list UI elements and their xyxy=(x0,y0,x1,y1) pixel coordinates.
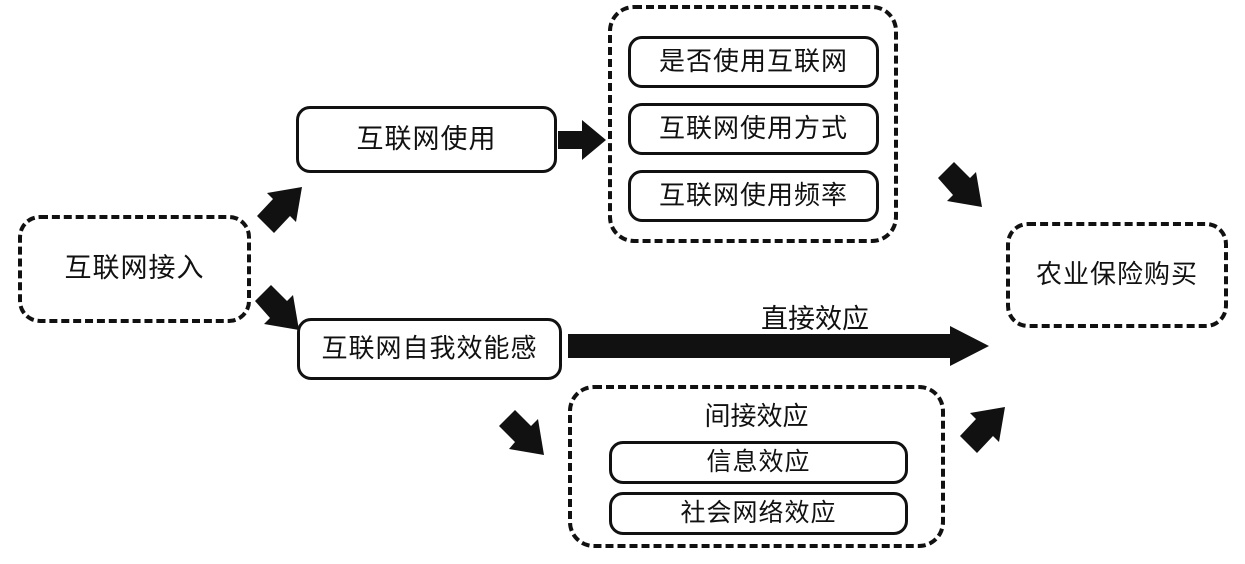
group-indirect-effect xyxy=(568,385,945,548)
node-internet-access[interactable]: 互联网接入 xyxy=(18,215,251,323)
node-internet-self-efficacy-label: 互联网自我效能感 xyxy=(321,333,538,363)
group-item-internet-use-method[interactable]: 互联网使用方式 xyxy=(628,103,879,155)
group-item-internet-use-method-label: 互联网使用方式 xyxy=(658,113,848,143)
arrow-up-right-icon-indirect-to-outcome xyxy=(958,400,1020,458)
node-internet-use-label: 互联网使用 xyxy=(356,123,497,154)
group-item-information-effect[interactable]: 信息效应 xyxy=(609,441,908,484)
node-internet-access-label: 互联网接入 xyxy=(64,253,205,284)
node-agricultural-insurance-purchase-label: 农业保险购买 xyxy=(1035,259,1198,289)
group-item-information-effect-label: 信息效应 xyxy=(706,448,811,476)
group-item-internet-use-frequency[interactable]: 互联网使用频率 xyxy=(628,170,879,222)
node-internet-self-efficacy[interactable]: 互联网自我效能感 xyxy=(297,318,562,380)
node-agricultural-insurance-purchase[interactable]: 农业保险购买 xyxy=(1006,222,1228,328)
arrow-right-icon-use-to-dimensions xyxy=(558,118,608,162)
arrow-up-right-icon-access-to-use xyxy=(255,182,315,238)
group-item-social-network-effect-label: 社会网络效应 xyxy=(680,499,837,527)
arrow-down-right-icon-dimensions-to-outcome xyxy=(936,158,996,214)
node-internet-use[interactable]: 互联网使用 xyxy=(296,106,557,173)
group-indirect-effect-title: 间接效应 xyxy=(704,402,809,431)
arrow-label-direct-effect: 直接效应 xyxy=(761,304,869,334)
group-item-internet-use-frequency-label: 互联网使用频率 xyxy=(658,180,848,210)
group-item-internet-use-whether-label: 是否使用互联网 xyxy=(658,46,848,76)
arrow-down-right-icon-self-efficacy-to-indirect xyxy=(497,404,561,462)
group-item-social-network-effect[interactable]: 社会网络效应 xyxy=(609,492,908,535)
group-item-internet-use-whether[interactable]: 是否使用互联网 xyxy=(628,36,879,88)
group-internet-use-dimensions xyxy=(608,5,898,243)
